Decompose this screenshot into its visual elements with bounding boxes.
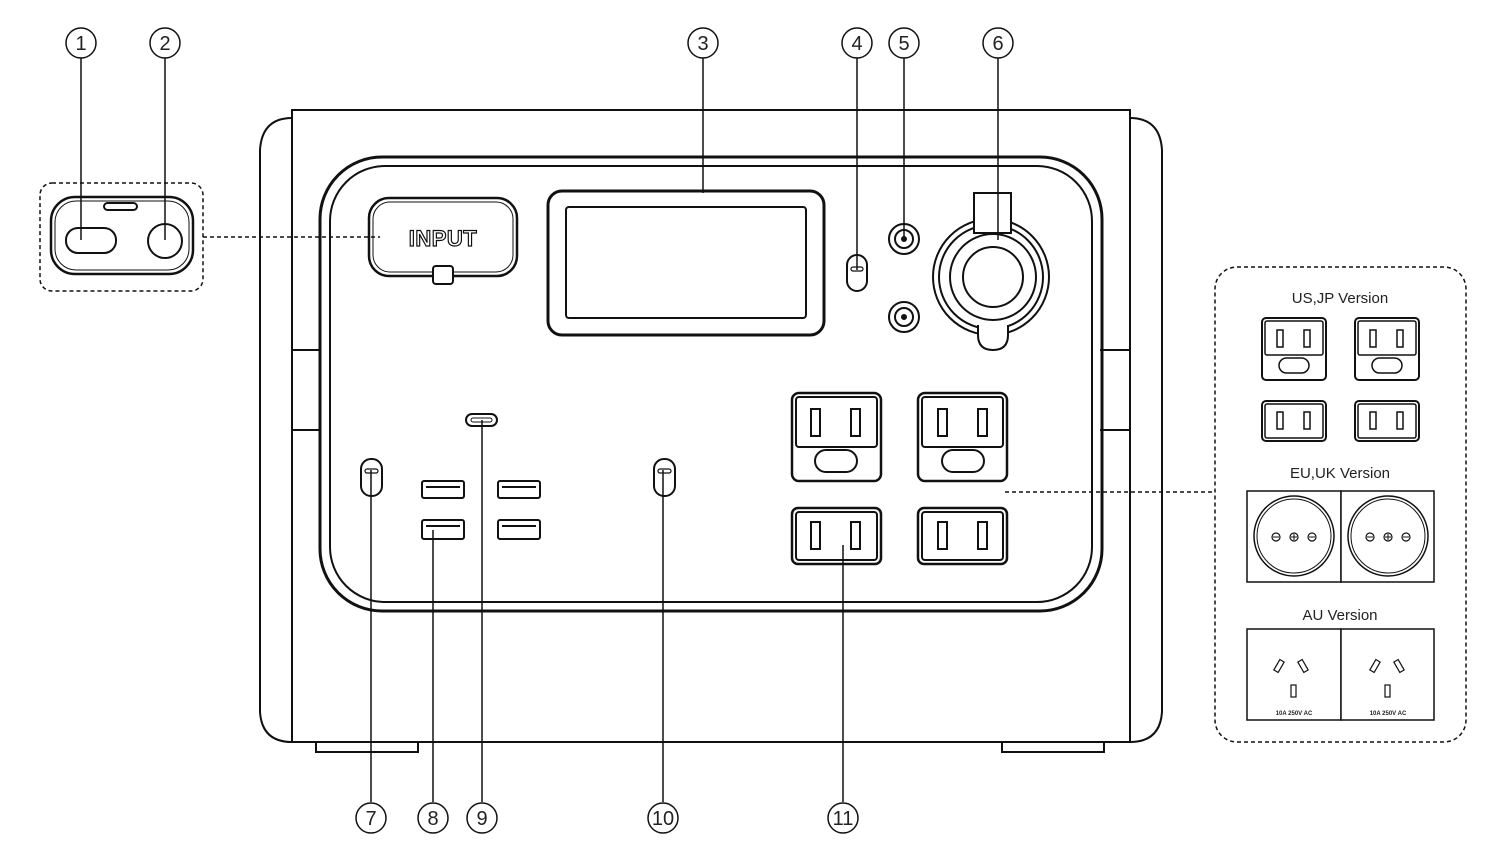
callout-6: 6 xyxy=(982,27,1014,59)
ac-outlets[interactable] xyxy=(790,391,1009,566)
svg-text:2: 2 xyxy=(159,33,170,55)
svg-text:5: 5 xyxy=(898,33,909,55)
callout-markers: 1 2 3 4 5 6 7 8 xyxy=(65,27,1014,834)
light-button[interactable] xyxy=(846,254,868,292)
us-jp-version-label: US,JP Version xyxy=(1292,290,1388,307)
callout-9: 9 xyxy=(466,802,498,834)
dc5521-port-bottom[interactable] xyxy=(888,301,920,333)
ac-outlet[interactable] xyxy=(790,391,883,483)
svg-text:10: 10 xyxy=(652,808,674,830)
svg-text:9: 9 xyxy=(476,808,487,830)
svg-text:1: 1 xyxy=(75,33,86,55)
ac-power-button[interactable] xyxy=(653,458,676,497)
callout-2: 2 xyxy=(149,27,181,59)
usb-a-ports[interactable] xyxy=(421,480,541,540)
callout-lines xyxy=(80,58,999,802)
svg-text:7: 7 xyxy=(365,808,376,830)
ac-outlet[interactable] xyxy=(790,506,883,566)
input-cover: INPUT xyxy=(367,196,519,285)
car-charger-socket[interactable] xyxy=(932,192,1050,352)
callout-11: 11 xyxy=(827,802,859,834)
callout-5: 5 xyxy=(888,27,920,59)
versions-panel: US,JP Version xyxy=(1005,266,1467,743)
callout-1: 1 xyxy=(65,27,97,59)
input-detail-box xyxy=(39,182,380,292)
callout-3: 3 xyxy=(687,27,719,59)
callout-8: 8 xyxy=(417,802,449,834)
svg-text:4: 4 xyxy=(851,33,862,55)
input-label: INPUT xyxy=(409,226,478,251)
callout-10: 10 xyxy=(647,802,679,834)
au-outlets xyxy=(1246,628,1435,721)
lcd-display xyxy=(546,189,826,337)
svg-text:6: 6 xyxy=(992,33,1003,55)
unit-body xyxy=(259,109,1163,753)
svg-text:3: 3 xyxy=(697,33,708,55)
eu-uk-outlets xyxy=(1246,490,1435,583)
us-jp-outlets xyxy=(1261,317,1420,442)
eu-uk-version-label: EU,UK Version xyxy=(1290,465,1390,482)
ac-outlet[interactable] xyxy=(916,391,1009,483)
au-rating-left: 10A 250V AC xyxy=(1276,711,1313,717)
au-version-label: AU Version xyxy=(1302,607,1377,624)
callout-4: 4 xyxy=(841,27,873,59)
xt60-input-port[interactable] xyxy=(65,227,117,254)
svg-text:8: 8 xyxy=(427,808,438,830)
ac-outlet[interactable] xyxy=(916,506,1009,566)
callout-7: 7 xyxy=(355,802,387,834)
svg-text:11: 11 xyxy=(833,808,854,830)
au-rating-right: 10A 250V AC xyxy=(1370,711,1407,717)
